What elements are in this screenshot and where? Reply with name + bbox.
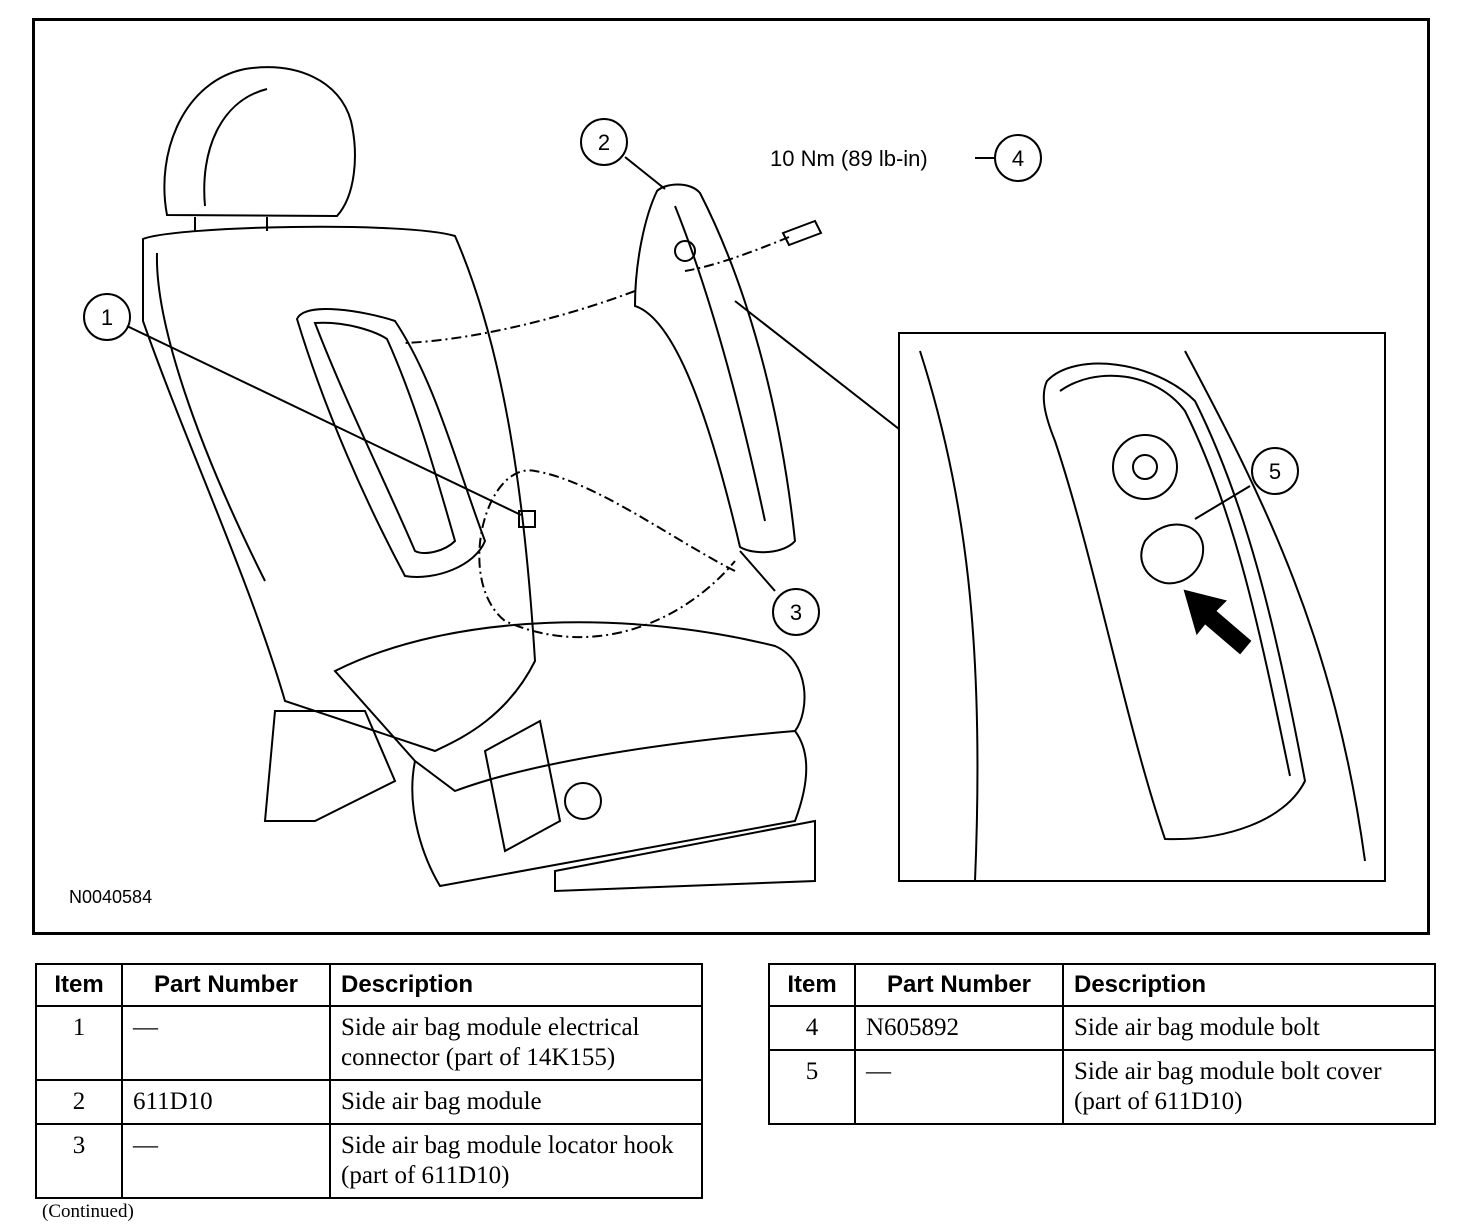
seat-back — [142, 225, 537, 753]
row-part-number: N605892 — [854, 1005, 1064, 1051]
inset-panel-inner — [1059, 374, 1291, 777]
cushion-side — [411, 730, 808, 888]
leader-3 — [739, 550, 776, 592]
inset-bolt-cover — [1140, 523, 1205, 585]
row-item: 1 — [35, 1005, 123, 1081]
header-description: Description — [1062, 963, 1436, 1007]
headrest — [163, 66, 356, 218]
row-part-number: — — [121, 1005, 331, 1081]
bolt-path-line — [684, 236, 790, 272]
hook-path-line — [478, 469, 736, 639]
row-description: Side air bag module locator hook (part o… — [329, 1123, 703, 1199]
detail-inset — [898, 332, 1386, 882]
row-part-number: 611D10 — [121, 1079, 331, 1125]
header-part-number: Part Number — [854, 963, 1064, 1007]
row-item: 3 — [35, 1123, 123, 1199]
row-item: 4 — [768, 1005, 856, 1051]
header-item: Item — [768, 963, 856, 1007]
module-bolt-hole — [674, 240, 696, 262]
seat-cushion — [333, 621, 806, 793]
parts-table-right: Item Part Number Description 4 N605892 S… — [768, 963, 1436, 1125]
header-description: Description — [329, 963, 703, 1007]
row-description: Side air bag module bolt — [1062, 1005, 1436, 1051]
row-description: Side air bag module electrical connector… — [329, 1005, 703, 1081]
leader-detail — [734, 300, 900, 430]
row-description: Side air bag module — [329, 1079, 703, 1125]
table-row: 1 — Side air bag module electrical conne… — [35, 1005, 703, 1081]
callout-2: 2 — [580, 118, 628, 166]
leader-2 — [624, 156, 666, 190]
continued-note: (Continued) — [42, 1201, 134, 1222]
row-part-number: — — [854, 1049, 1064, 1125]
header-item: Item — [35, 963, 123, 1007]
row-item: 5 — [768, 1049, 856, 1125]
seat-airbag-diagram: 1 2 3 4 5 10 Nm (89 lb-in) — [83, 66, 1386, 893]
callout-4-label: 4 — [1012, 146, 1024, 171]
module-path-line — [402, 290, 636, 344]
airbag-module-inner — [674, 205, 766, 522]
seat-track-front — [554, 819, 816, 893]
inset-seat-edge — [919, 350, 979, 882]
inset-seat-edge-2 — [1184, 350, 1366, 862]
inset-arrow — [1183, 589, 1252, 655]
callout-3: 3 — [772, 588, 820, 636]
connector — [518, 510, 536, 528]
row-part-number: — — [121, 1123, 331, 1199]
recline-knob — [564, 782, 602, 820]
table-row: 2 611D10 Side air bag module — [35, 1079, 703, 1125]
seat-track — [263, 710, 397, 822]
leader-5 — [1194, 485, 1251, 520]
parts-table-left: Item Part Number Description 1 — Side ai… — [35, 963, 703, 1199]
callout-1-label: 1 — [101, 305, 113, 330]
inset-airbag-panel — [1042, 362, 1307, 841]
inset-bolt — [1132, 454, 1158, 480]
illustration-frame: 1 2 3 4 5 10 Nm (89 lb-in) N0040584 — [32, 18, 1430, 935]
torque-spec: 10 Nm (89 lb-in) — [770, 146, 928, 171]
callout-5-label: 5 — [1269, 459, 1281, 484]
figure-id: N0040584 — [69, 887, 153, 907]
callout-1: 1 — [83, 293, 131, 341]
inset-bolt-recess — [1112, 434, 1178, 500]
callout-5: 5 — [1251, 447, 1299, 495]
callout-4: 4 — [994, 134, 1042, 182]
row-item: 2 — [35, 1079, 123, 1125]
headrest-detail — [203, 88, 268, 207]
row-description: Side air bag module bolt cover (part of … — [1062, 1049, 1436, 1125]
table-row: 5 — Side air bag module bolt cover (part… — [768, 1049, 1436, 1125]
seat-back-inner — [155, 252, 266, 582]
callout-2-label: 2 — [598, 130, 610, 155]
table-header-row: Item Part Number Description — [35, 963, 703, 1007]
table-header-row: Item Part Number Description — [768, 963, 1436, 1007]
side-trim — [483, 719, 562, 853]
airbag-opening — [295, 308, 487, 578]
bolt — [781, 219, 823, 247]
airbag-module — [633, 183, 797, 554]
callout-3-label: 3 — [790, 600, 802, 625]
leader-1 — [126, 325, 522, 516]
table-row: 3 — Side air bag module locator hook (pa… — [35, 1123, 703, 1199]
airbag-opening-inner — [313, 321, 457, 554]
header-part-number: Part Number — [121, 963, 331, 1007]
table-row: 4 N605892 Side air bag module bolt — [768, 1005, 1436, 1051]
